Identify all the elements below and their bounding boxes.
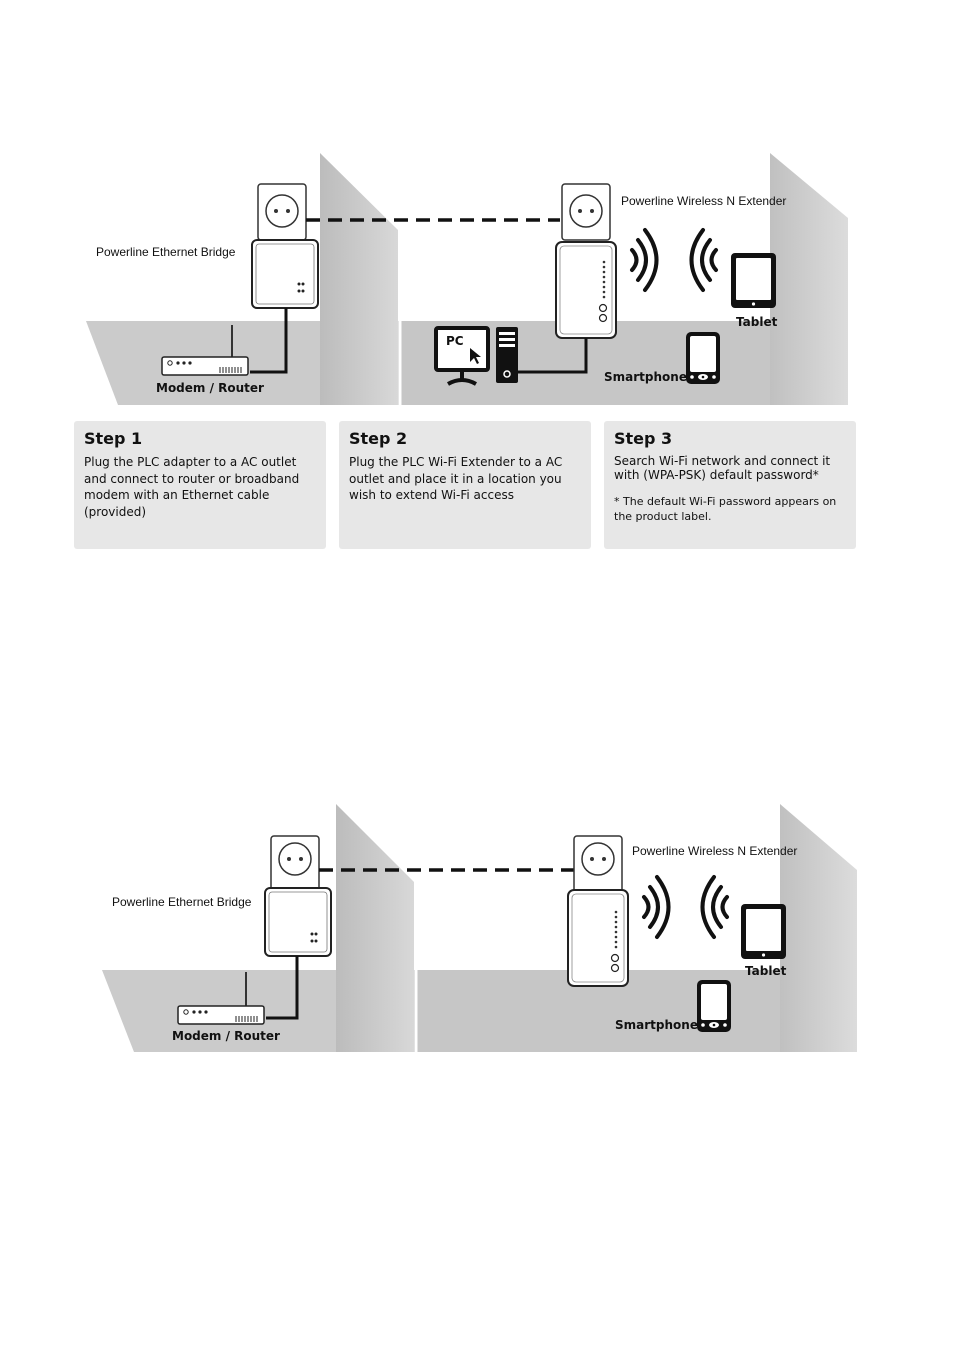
smartphone-device xyxy=(697,980,731,1032)
label-extender: Powerline Wireless N Extender xyxy=(632,844,798,858)
powerline-ethernet-bridge-device xyxy=(264,887,332,957)
network-diagram-with-pc: Powerline Ethernet Bridge Powerline Wire… xyxy=(0,150,954,410)
ethernet-cable-bridge-modem xyxy=(266,956,299,1020)
pc-computer xyxy=(434,326,518,386)
modem-router xyxy=(161,325,249,376)
label-tablet: Tablet xyxy=(736,315,778,329)
label-smartphone: Smartphone xyxy=(615,1018,698,1032)
floor-right xyxy=(414,970,857,1052)
wifi-signal-right xyxy=(700,875,729,939)
network-diagram-without-pc: Powerline Ethernet Bridge Powerline Wire… xyxy=(0,800,954,1060)
wall-outlet-left xyxy=(257,183,307,241)
smartphone-device xyxy=(686,332,720,384)
step-1-body: Plug the PLC adapter to a AC outlet and … xyxy=(84,455,300,519)
label-bridge: Powerline Ethernet Bridge xyxy=(96,245,236,259)
modem-router xyxy=(177,972,265,1025)
wifi-signal-left xyxy=(642,875,671,939)
ethernet-cable-extender-pc xyxy=(518,338,588,374)
wall-outlet-left xyxy=(270,835,320,893)
label-tablet: Tablet xyxy=(745,964,787,978)
step-2-body: Plug the PLC Wi-Fi Extender to a AC outl… xyxy=(349,455,563,502)
label-pc: PC xyxy=(446,334,464,348)
left-partition-wall xyxy=(320,153,398,405)
step-3-title: Step 3 xyxy=(614,429,673,448)
powerline-wireless-extender-device xyxy=(567,889,629,987)
step-3-body: Search Wi-Fi network and connect it with… xyxy=(614,454,831,482)
powerline-wireless-extender-device xyxy=(555,241,617,339)
label-modem: Modem / Router xyxy=(172,1029,280,1043)
wifi-signal-right xyxy=(689,228,718,292)
tablet-device xyxy=(741,904,786,959)
wifi-signal-left xyxy=(630,228,659,292)
ethernet-cable-bridge-modem xyxy=(250,308,288,374)
step-2-box: Step 2 Plug the PLC Wi-Fi Extender to a … xyxy=(339,421,591,549)
wall-outlet-right xyxy=(561,183,611,241)
tablet-device xyxy=(731,253,776,308)
wall-outlet-right xyxy=(573,835,623,893)
label-extender: Powerline Wireless N Extender xyxy=(621,194,787,208)
right-partition-wall xyxy=(780,804,857,1052)
label-modem: Modem / Router xyxy=(156,381,264,395)
label-smartphone: Smartphone xyxy=(604,370,687,384)
left-partition-wall xyxy=(336,804,414,1052)
powerline-ethernet-bridge-device xyxy=(251,239,319,309)
right-partition-wall xyxy=(770,153,848,405)
step-1-box: Step 1 Plug the PLC adapter to a AC outl… xyxy=(74,421,326,549)
step-3-note: * The default Wi-Fi password appears on … xyxy=(614,495,837,523)
label-bridge: Powerline Ethernet Bridge xyxy=(112,895,252,909)
diagram-2-illustration xyxy=(102,804,857,1052)
diagram-1-illustration xyxy=(86,153,848,405)
step-1-title: Step 1 xyxy=(84,429,143,448)
step-2-title: Step 2 xyxy=(349,429,408,448)
step-3-box: Step 3 Search Wi-Fi network and connect … xyxy=(604,421,856,549)
